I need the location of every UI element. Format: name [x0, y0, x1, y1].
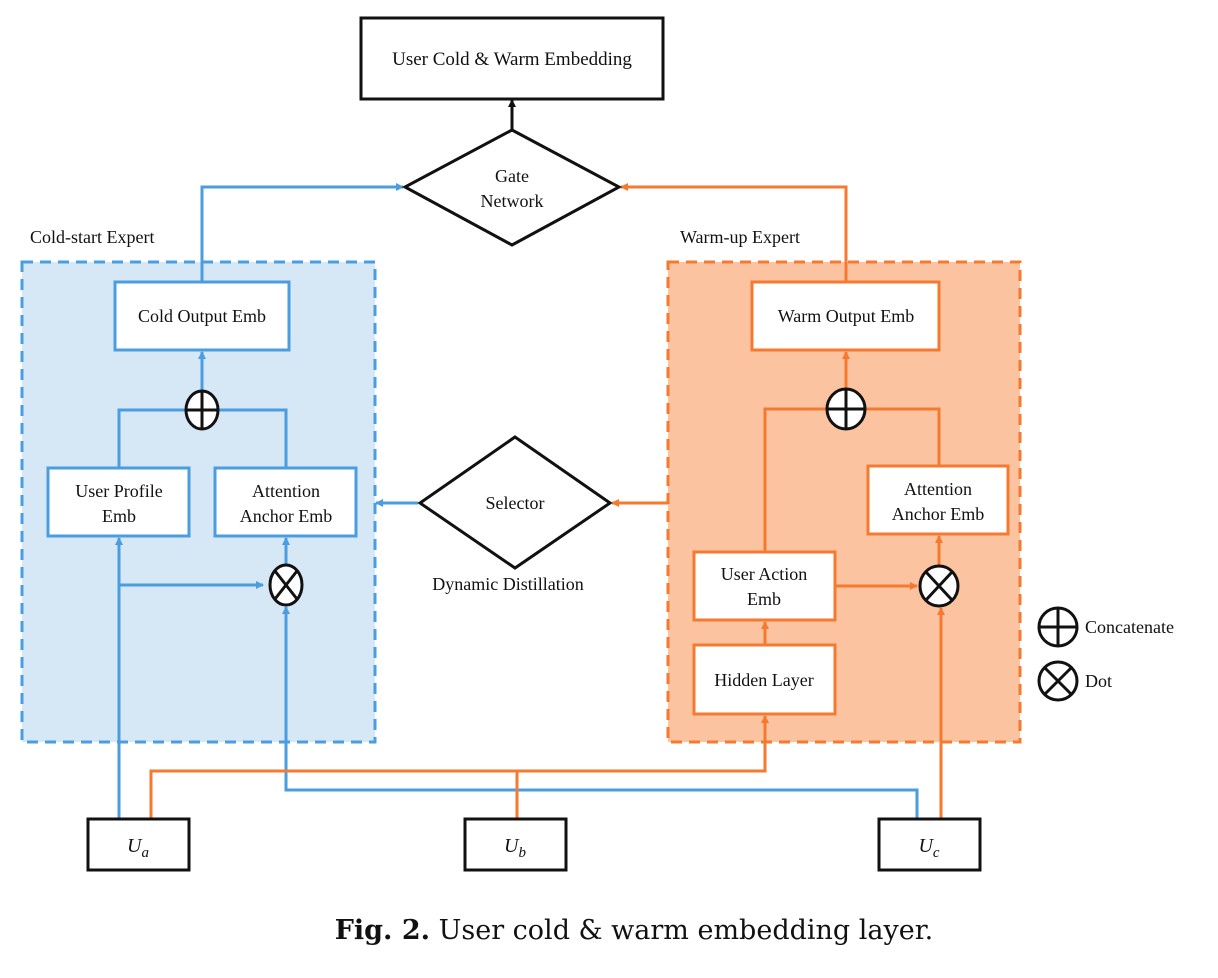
warm-output-emb-box: Warm Output Emb [750, 280, 941, 352]
input-uc-label: Uc [918, 835, 939, 861]
cold-expert-title: Cold-start Expert [30, 227, 154, 247]
warm-expert-title: Warm-up Expert [680, 227, 800, 247]
selector-diamond: Selector [417, 435, 613, 570]
cold-attention-anchor-box: Attention Anchor Emb [213, 466, 358, 538]
input-ub-label: Ub [504, 835, 526, 861]
hidden-layer-box: Hidden Layer [692, 643, 837, 716]
uc-to-cold-dot-line [282, 606, 919, 818]
cold-to-gate-line [200, 183, 404, 282]
cold-output-emb-label: Cold Output Emb [138, 306, 266, 326]
hidden-layer-label: Hidden Layer [714, 670, 813, 690]
warm-dot-product-icon [918, 564, 960, 608]
input-box-ua: Ua [86, 817, 191, 872]
warm-anchor-line2: Anchor Emb [892, 504, 984, 524]
warm-connectors [149, 183, 945, 818]
cold-output-emb-box: Cold Output Emb [113, 280, 291, 352]
warm-anchor-line1: Attention [904, 479, 972, 499]
cold-anchor-line2: Anchor Emb [240, 506, 332, 526]
cold-anchor-line1: Attention [252, 481, 320, 501]
figure-caption-prefix: Fig. 2. [334, 915, 431, 946]
inputs-to-hidden-line [149, 715, 769, 818]
input-box-uc: Uc [877, 817, 982, 872]
cold-dot-product-icon [268, 563, 304, 607]
user-action-emb-line2: Emb [747, 589, 781, 609]
user-action-emb-line1: User Action [721, 564, 807, 584]
figure-caption-text: User cold & warm embedding layer. [430, 915, 934, 946]
input-box-ub: Ub [463, 817, 568, 872]
dynamic-distillation-label: Dynamic Distillation [432, 574, 583, 594]
selector-label: Selector [486, 493, 545, 513]
user-profile-emb-line2: Emb [102, 506, 136, 526]
warm-output-emb-label: Warm Output Emb [778, 306, 915, 326]
cold-concatenate-icon [184, 389, 220, 431]
warm-to-gate-line [620, 183, 848, 282]
user-profile-emb-box: User Profile Emb [46, 466, 191, 538]
output-embedding-box: User Cold & Warm Embedding [359, 16, 665, 101]
gate-network-diamond: Gate Network [401, 128, 623, 247]
user-action-emb-box: User Action Emb [692, 550, 837, 622]
figure-caption: Fig. 2. User cold & warm embedding layer… [0, 915, 1218, 946]
legend: Concatenate Dot [1037, 606, 1174, 702]
legend-concatenate-label: Concatenate [1085, 617, 1174, 637]
user-profile-emb-line1: User Profile [75, 481, 162, 501]
output-embedding-label: User Cold & Warm Embedding [392, 49, 632, 70]
legend-dot-label: Dot [1085, 671, 1112, 691]
legend-dot-icon [1037, 660, 1079, 702]
legend-concatenate-icon [1037, 606, 1079, 648]
warm-attention-anchor-box: Attention Anchor Emb [866, 464, 1010, 536]
gate-label-line1: Gate [495, 166, 529, 186]
input-ua-label: Ua [127, 835, 149, 861]
warm-concatenate-icon [825, 387, 867, 431]
gate-label-line2: Network [481, 191, 544, 211]
